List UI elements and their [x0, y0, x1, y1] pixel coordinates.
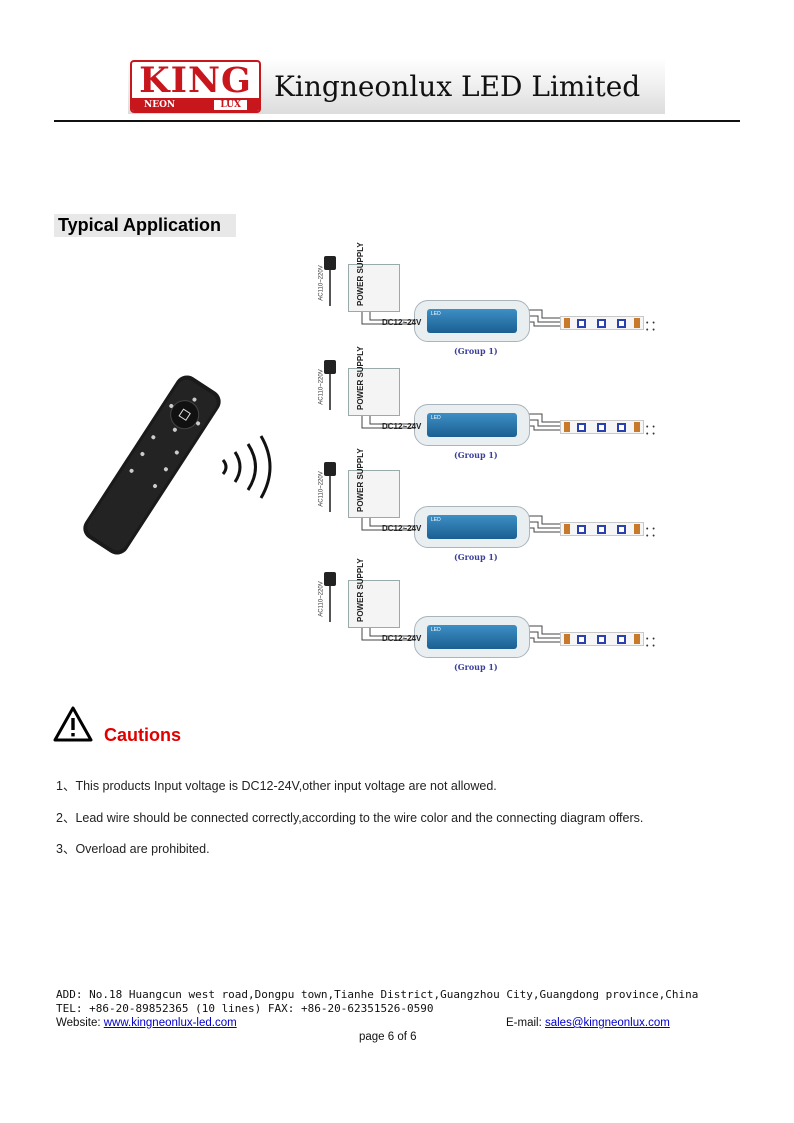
- footer-website-line: Website: www.kingneonlux-led.com: [56, 1017, 237, 1029]
- led-strip: [560, 316, 644, 330]
- led-chip: [597, 319, 606, 328]
- company-name: Kingneonlux LED Limited: [274, 70, 641, 103]
- controller-brand: LED: [431, 517, 441, 523]
- controller-label-panel: LED: [427, 309, 517, 333]
- controller-brand: LED: [431, 627, 441, 633]
- warning-icon: [53, 706, 93, 742]
- led-strip: [560, 522, 644, 536]
- led-controller: LED: [414, 300, 530, 342]
- website-label: Website:: [56, 1017, 104, 1029]
- led-strip: [560, 420, 644, 434]
- plug-icon: [324, 360, 336, 374]
- solder-pad: [634, 634, 640, 644]
- led-controller: LED: [414, 404, 530, 446]
- group-label: (Group 1): [454, 552, 498, 562]
- caution-item: 3、Overload are prohibited.: [56, 842, 210, 856]
- wiring-lines: [361, 625, 560, 643]
- power-supply: [348, 580, 400, 628]
- logo-neon-text: NEON: [144, 100, 176, 110]
- led-controller: LED: [414, 506, 530, 548]
- wiring-group: AC110~220V POWER SUPPLY LED DC12~24V • •…: [312, 346, 662, 466]
- power-supply: [348, 368, 400, 416]
- led-chip: [617, 525, 626, 534]
- power-supply: [348, 264, 400, 312]
- logo-lux-text: LUX: [214, 100, 247, 110]
- remote-control-image: [83, 375, 221, 555]
- wiring-lines: [361, 309, 560, 327]
- header-rule: [54, 120, 740, 122]
- dc-voltage-label: DC12~24V: [382, 524, 422, 533]
- email-label: E-mail:: [506, 1017, 545, 1029]
- strip-continuation: • •• •: [646, 636, 656, 650]
- controller-label-panel: LED: [427, 515, 517, 539]
- caution-item: 2、Lead wire should be connected correctl…: [56, 811, 644, 825]
- caution-item: 1、This products Input voltage is DC12-24…: [56, 779, 497, 793]
- dc-voltage-label: DC12~24V: [382, 422, 422, 431]
- led-chip: [577, 525, 586, 534]
- wiring-group: AC110~220V POWER SUPPLY LED DC12~24V • •…: [312, 448, 662, 568]
- section-title: Typical Application: [54, 214, 236, 237]
- plug-icon: [324, 572, 336, 586]
- strip-continuation: • •• •: [646, 320, 656, 334]
- footer-email-line: E-mail: sales@kingneonlux.com: [506, 1017, 670, 1029]
- led-chip: [577, 635, 586, 644]
- footer-tel-fax: TEL: +86-20-89852365 (10 lines) FAX: +86…: [56, 1002, 434, 1015]
- solder-pad: [564, 524, 570, 534]
- power-cord: [329, 270, 331, 306]
- solder-pad: [634, 422, 640, 432]
- led-controller: LED: [414, 616, 530, 658]
- page-number: page 6 of 6: [359, 1031, 417, 1043]
- signal-waves-icon: [221, 435, 272, 499]
- group-label: (Group 1): [454, 662, 498, 672]
- power-supply: [348, 470, 400, 518]
- footer-address: ADD: No.18 Huangcun west road,Dongpu tow…: [56, 988, 699, 1001]
- controller-brand: LED: [431, 415, 441, 421]
- led-strip: [560, 632, 644, 646]
- power-cord: [329, 374, 331, 410]
- group-label: (Group 1): [454, 450, 498, 460]
- led-chip: [577, 319, 586, 328]
- solder-pad: [634, 318, 640, 328]
- power-cord: [329, 476, 331, 512]
- led-chip: [577, 423, 586, 432]
- led-chip: [597, 423, 606, 432]
- controller-brand: LED: [431, 311, 441, 317]
- solder-pad: [564, 634, 570, 644]
- led-chip: [617, 319, 626, 328]
- solder-pad: [564, 318, 570, 328]
- strip-continuation: • •• •: [646, 424, 656, 438]
- dc-voltage-label: DC12~24V: [382, 318, 422, 327]
- cautions-title: Cautions: [104, 725, 182, 745]
- power-cord: [329, 586, 331, 622]
- solder-pad: [564, 422, 570, 432]
- wiring-lines: [361, 515, 560, 533]
- solder-pad: [634, 524, 640, 534]
- strip-continuation: • •• •: [646, 526, 656, 540]
- led-chip: [597, 635, 606, 644]
- website-link[interactable]: www.kingneonlux-led.com: [103, 1017, 237, 1029]
- group-label: (Group 1): [454, 346, 498, 356]
- logo-main-text: KING: [139, 60, 252, 101]
- plug-icon: [324, 256, 336, 270]
- dc-voltage-label: DC12~24V: [382, 634, 422, 643]
- company-logo: KING NEON LUX: [130, 60, 261, 113]
- led-chip: [617, 635, 626, 644]
- led-chip: [617, 423, 626, 432]
- wiring-lines: [361, 413, 560, 431]
- email-link[interactable]: sales@kingneonlux.com: [544, 1017, 670, 1029]
- controller-label-panel: LED: [427, 625, 517, 649]
- led-chip: [597, 525, 606, 534]
- controller-label-panel: LED: [427, 413, 517, 437]
- wiring-group: AC110~220V POWER SUPPLY LED DC12~24V • •…: [312, 558, 662, 678]
- plug-icon: [324, 462, 336, 476]
- wiring-group: AC110~220V POWER SUPPLY LED DC12~24V • •…: [312, 242, 662, 362]
